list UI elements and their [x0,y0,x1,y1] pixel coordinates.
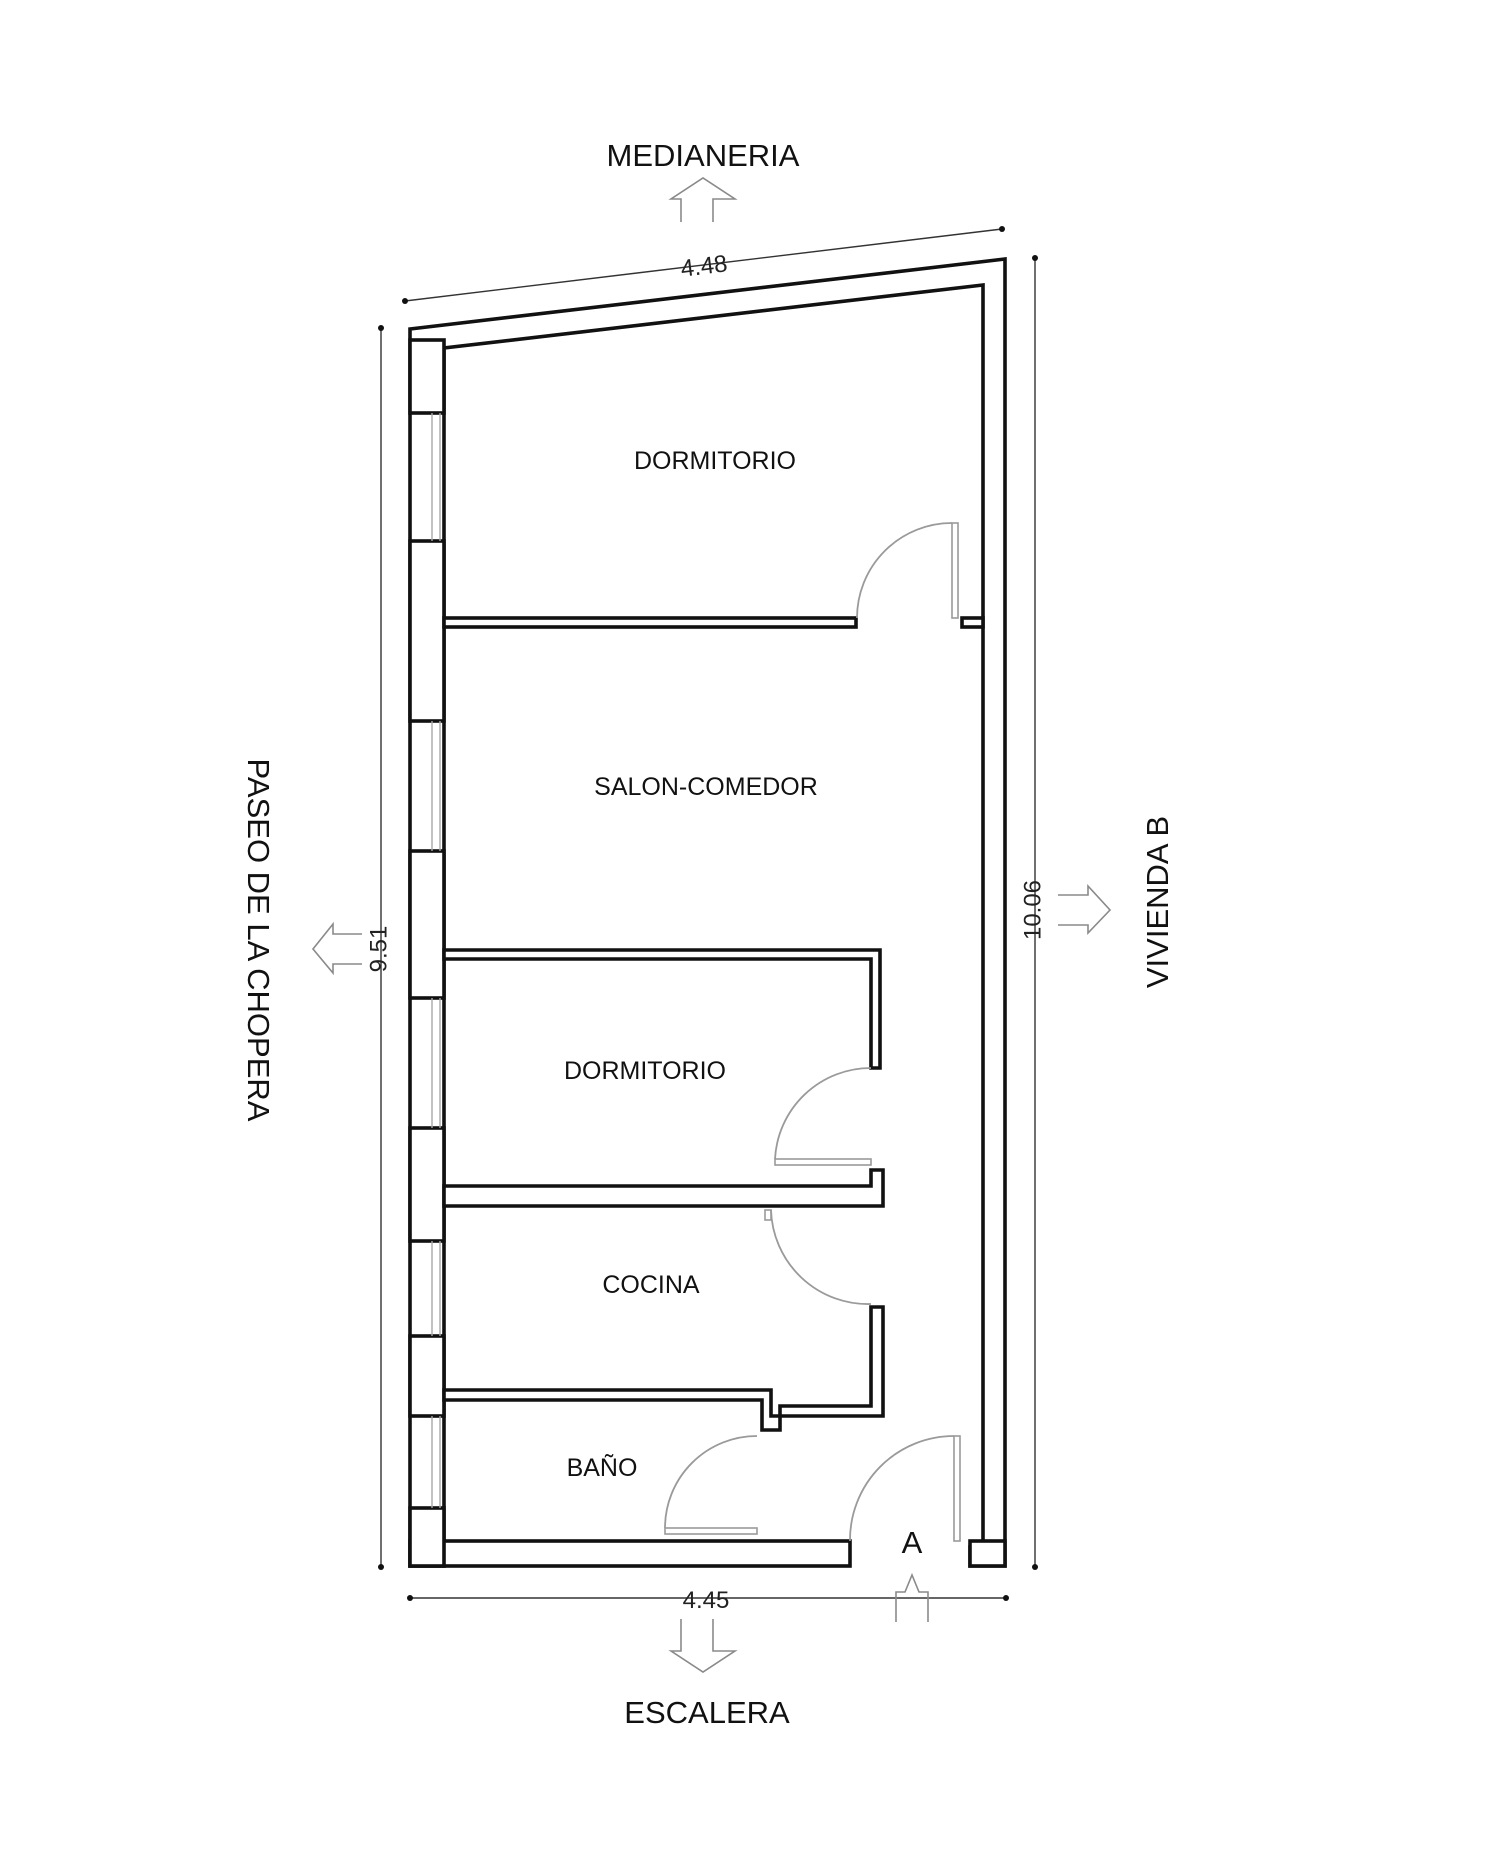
room-label-bathroom: BAÑO [567,1453,638,1482]
door-bathroom [664,1435,758,1535]
bottom-wall-west [408,1539,852,1568]
dimension-top-line [402,226,1005,304]
room-label-bedroom-top: DORMITORIO [634,447,796,475]
facade-windows [431,413,441,1508]
partition-living-bedroom [442,948,882,1070]
door-entrance [849,1435,961,1542]
facade-pier-3 [408,849,446,1000]
arrow-east-icon [1058,883,1112,935]
arrow-west-icon [311,921,362,976]
bottom-wall-east [968,1539,1007,1568]
door-bedroom-top [856,522,959,619]
room-label-bedroom-middle: DORMITORIO [564,1057,726,1085]
partition-kitchen-bath [442,1305,885,1432]
door-bedroom-middle [774,1067,872,1166]
partition-stub-east [960,616,985,629]
arrow-north-icon [668,177,738,222]
room-label-kitchen: COCINA [602,1271,700,1299]
arrow-entrance-icon [895,1572,929,1622]
dimension-right-line [1032,255,1038,1570]
room-label-living-dining: SALON-COMEDOR [594,773,818,801]
dimension-left-line [378,325,384,1570]
door-kitchen [764,1209,872,1305]
dimension-bottom-line [407,1595,1009,1601]
dimension-left-value: 9.51 [365,926,392,973]
label-east: VIVIENDA B [1140,816,1175,988]
arrow-south-icon [668,1619,738,1673]
dimension-right-value: 10.06 [1019,880,1046,940]
partition-bedroom-living [442,616,858,629]
label-west: PASEO DE LA CHOPERA [241,759,276,1122]
facade-pier-2 [408,539,446,723]
facade-pier-5 [408,1334,446,1418]
facade-pier-6 [408,1506,446,1568]
facade-pier-4 [408,1126,446,1243]
label-south: ESCALERA [624,1695,790,1730]
dimension-top-value: 4.48 [679,250,729,282]
label-north: MEDIANERIA [607,138,800,173]
partition-bedroom-kitchen [442,1168,885,1208]
dimension-bottom-value: 4.45 [683,1587,730,1614]
entrance-label: A [902,1525,923,1560]
facade-pier-1 [408,338,446,415]
